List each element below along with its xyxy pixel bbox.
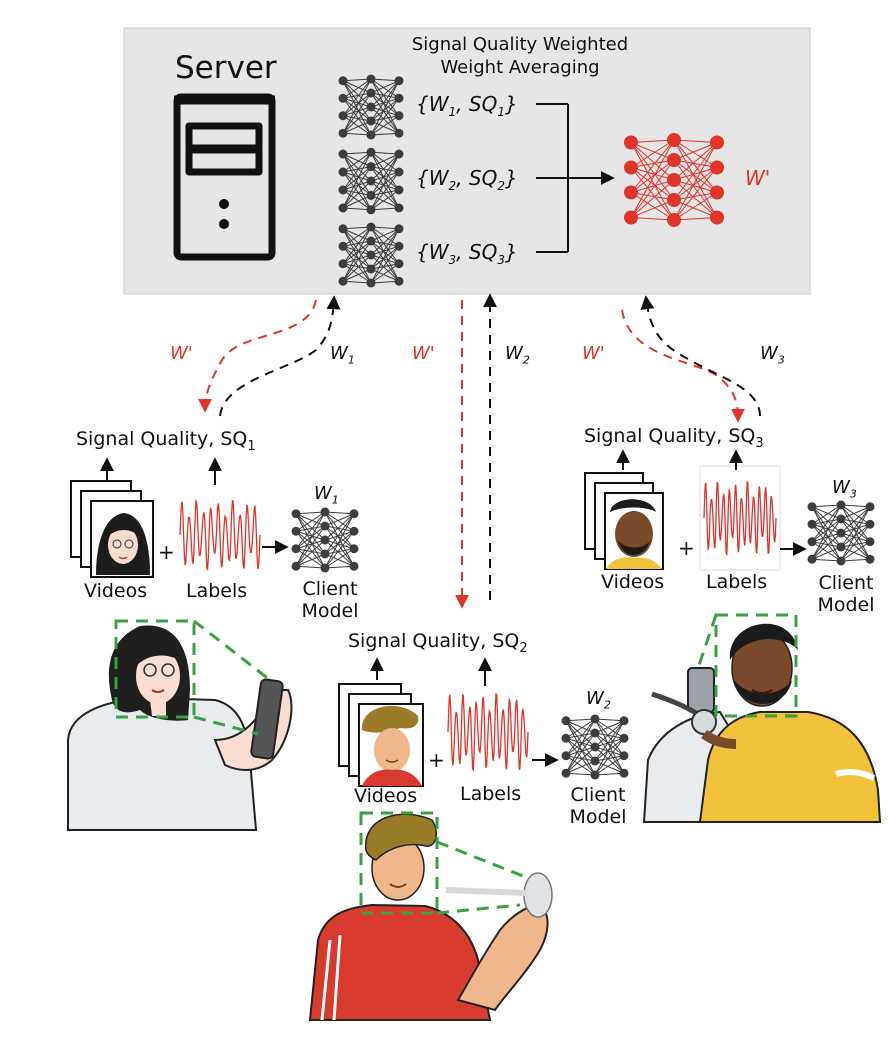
aggregation-title-line1: Signal Quality Weighted: [411, 34, 629, 55]
client2-signal-quality: Signal Quality, SQ2: [348, 630, 528, 656]
client2-labels-label: Labels: [460, 783, 522, 805]
server-led-icon: [219, 199, 229, 209]
client1-model-network-icon: [291, 507, 359, 573]
server-title: Server: [175, 50, 277, 86]
client3-labels-signal: [699, 465, 781, 571]
client1-plus: +: [158, 540, 175, 564]
up-label-client2: W2: [505, 343, 530, 367]
client1-video-stack-icon: [70, 480, 154, 578]
global-model-network-icon: [624, 133, 724, 227]
down-arrow-client1: [198, 299, 317, 413]
client2-plus: +: [428, 748, 445, 772]
client2-video-stack-icon: [338, 683, 424, 787]
client3-signal-quality: Signal Quality, SQ3: [584, 425, 764, 451]
client3-labels-label: Labels: [706, 571, 768, 593]
down-arrow-client3: [621, 309, 745, 423]
client3-video-stack-icon: [584, 472, 664, 570]
down-label-client2: W': [412, 343, 435, 364]
up-label-client3: W3: [760, 343, 785, 367]
up-label-client1: W1: [330, 343, 355, 367]
weights-tuple-3: {W3, SQ3}: [416, 240, 518, 267]
down-label-client1: W': [170, 343, 193, 364]
up-arrow-client3: [640, 295, 761, 417]
client1-videos-label: Videos: [84, 580, 148, 602]
client2-model-weight: W2: [586, 688, 611, 712]
aggregation-title-line2: Weight Averaging: [440, 57, 600, 78]
client1-labels-label: Labels: [186, 580, 248, 602]
client-weights-network-2-icon: [338, 147, 404, 215]
client2-model-network-icon: [561, 714, 629, 780]
client2-videos-label: Videos: [354, 785, 418, 807]
client3-model-weight: W3: [832, 477, 857, 501]
server-led-icon: [219, 219, 229, 229]
client2-labels-signal: [447, 692, 529, 773]
client1-signal-quality: Signal Quality, SQ1: [76, 428, 256, 454]
weights-tuple-1: {W1, SQ1}: [416, 92, 518, 119]
client1-labels-signal: [179, 498, 261, 571]
server-tower-icon: [173, 93, 276, 261]
client2-selfie-illustration: [308, 811, 553, 1021]
client3-plus: +: [678, 536, 695, 560]
client1-model-weight: W1: [314, 483, 339, 507]
global-weight-label: W': [745, 166, 771, 190]
down-label-client3: W': [582, 343, 605, 364]
aggregation-bracket: [536, 103, 615, 253]
client3-selfie-illustration: [642, 613, 882, 823]
client3-videos-label: Videos: [601, 571, 665, 593]
client3-model-network-icon: [807, 500, 875, 566]
weights-tuple-2: {W2, SQ2}: [416, 166, 518, 193]
up-arrow-client1: [219, 295, 341, 417]
client1-selfie-illustration: [67, 619, 293, 831]
client-weights-network-3-icon: [338, 222, 404, 288]
client-weights-network-1-icon: [338, 74, 404, 140]
